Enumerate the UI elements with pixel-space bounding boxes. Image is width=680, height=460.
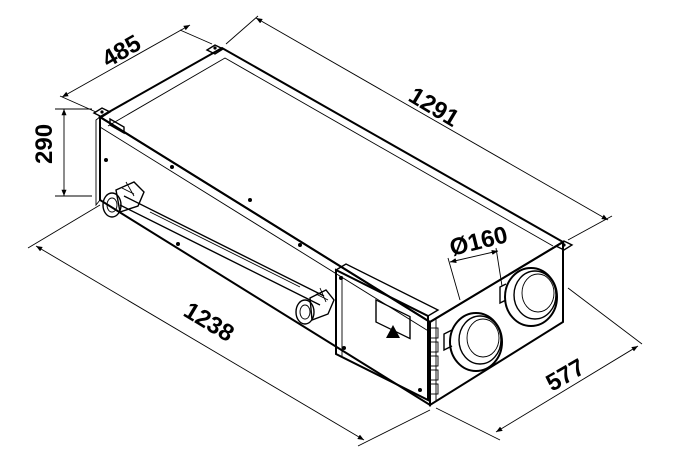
mounting-bracket-back <box>205 44 225 55</box>
duct-connector-lower <box>443 312 503 372</box>
mounting-bracket-right <box>554 240 574 251</box>
drain-outlet-right <box>295 287 335 325</box>
dimension-height-label: 290 <box>31 124 58 164</box>
duct-connector-upper <box>499 267 558 327</box>
panel-screws <box>104 158 422 392</box>
dimension-body-length-label: 1238 <box>179 297 239 348</box>
left-end-panel <box>95 116 101 207</box>
front-side-panel <box>99 115 431 407</box>
top-panel <box>98 46 565 324</box>
dimension-lines <box>27 15 643 447</box>
terminal-strip <box>429 327 439 395</box>
electrical-box <box>334 263 440 402</box>
dimension-depth-label: 577 <box>542 354 590 397</box>
dimension-length-label: 1291 <box>404 82 464 133</box>
drain-pipe <box>119 195 325 306</box>
dimension-width-label: 485 <box>98 30 146 73</box>
mounting-bracket-front <box>92 107 125 135</box>
drain-outlet-left <box>102 181 145 218</box>
warning-triangle-icon <box>386 325 400 338</box>
